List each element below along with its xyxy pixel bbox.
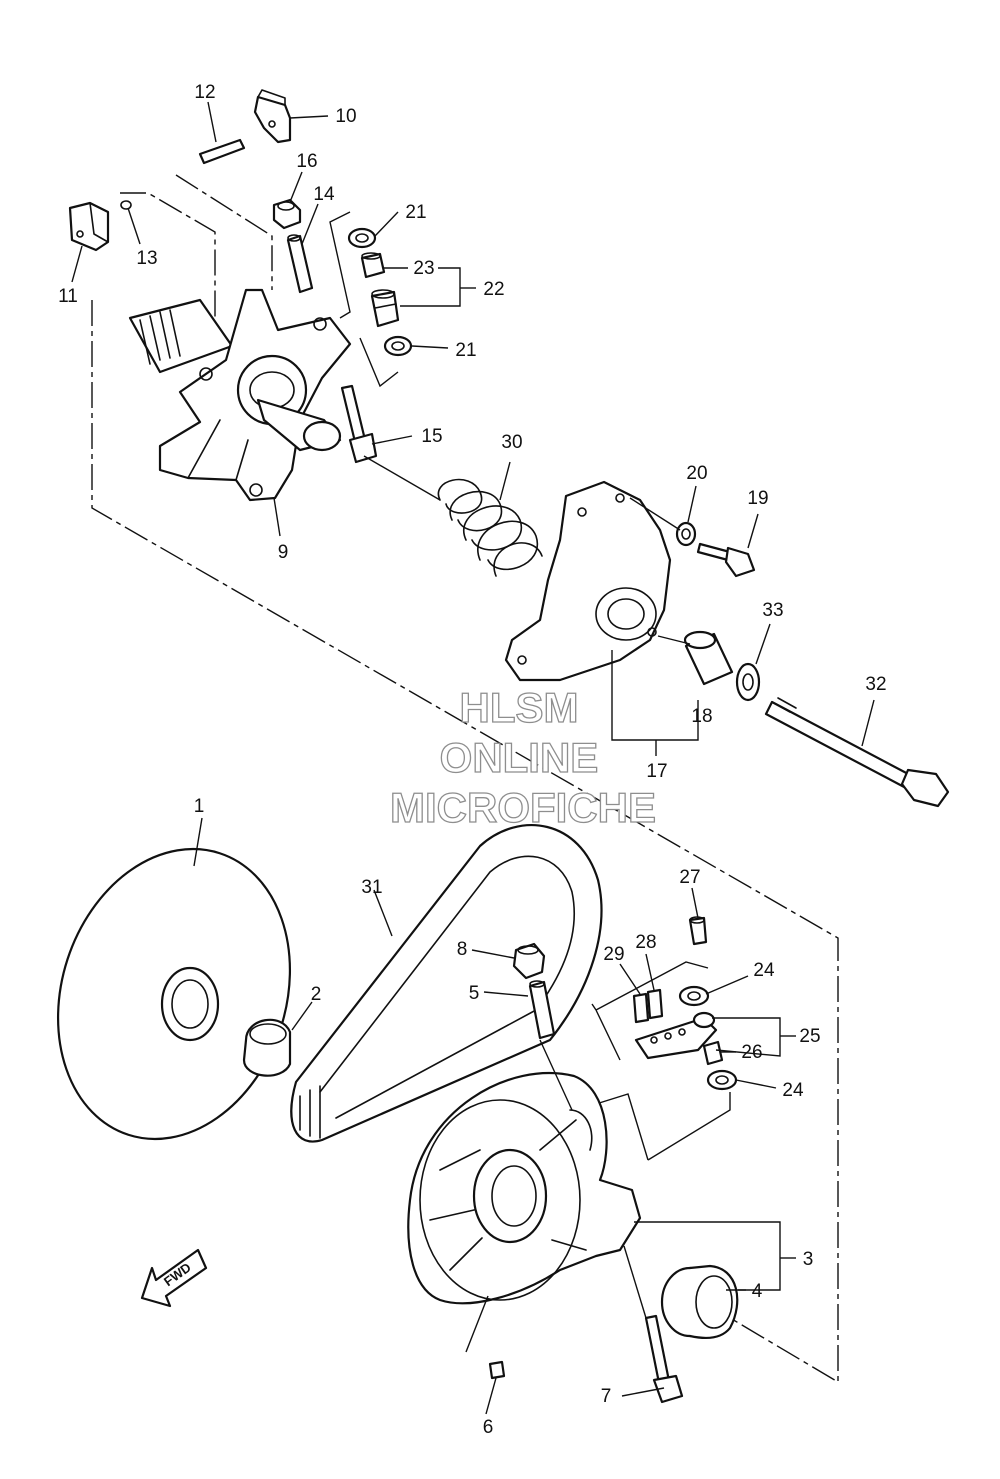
callout-29: 29 [603, 944, 624, 965]
part-17-cover [504, 480, 672, 682]
part-30-spring [437, 478, 543, 577]
part-3-moveable-sheave [407, 1071, 642, 1305]
part-5-sleeve [528, 980, 556, 1040]
part-33-washer [735, 662, 761, 702]
part-7-bolt [644, 1314, 684, 1404]
watermark: HLSM ONLINE MICROFICHE [389, 683, 656, 831]
leader-lines [71, 101, 875, 1415]
callout-18: 18 [691, 706, 712, 727]
part-16-collar [272, 198, 302, 230]
callout-24-bottom: 24 [782, 1080, 804, 1101]
part-24-washer-bottom [706, 1069, 738, 1091]
callout-21-top: 21 [405, 202, 426, 223]
callout-4: 4 [752, 1281, 763, 1302]
callout-5: 5 [469, 983, 480, 1004]
assembly-outline [91, 174, 839, 1384]
callout-13: 13 [136, 248, 157, 269]
callout-21-bottom: 21 [455, 340, 476, 361]
part-13-ring [120, 200, 132, 210]
callout-8: 8 [457, 939, 468, 960]
callout-22: 22 [483, 279, 504, 300]
callout-25: 25 [799, 1026, 820, 1047]
callout-16: 16 [296, 151, 317, 172]
part-2-clip [242, 1018, 292, 1077]
callout-31: 31 [361, 877, 382, 898]
watermark-line-3: MICROFICHE [390, 784, 656, 831]
watermark-line-2: ONLINE [440, 734, 599, 781]
callout-2: 2 [311, 984, 322, 1005]
part-9-spider [128, 288, 352, 502]
callout-3: 3 [803, 1249, 814, 1270]
bracket-28-29 [595, 961, 731, 1161]
part-1-sheave [56, 847, 292, 1141]
part-4-ring [660, 1264, 739, 1339]
part-19-bolt [696, 542, 756, 578]
part-21-washer-top [347, 227, 377, 249]
callout-24-top: 24 [753, 960, 775, 981]
callout-10: 10 [335, 106, 356, 127]
part-32-bolt [764, 697, 950, 808]
part-8-collar [512, 942, 546, 980]
part-14-sleeve [286, 234, 314, 294]
callout-14: 14 [313, 184, 335, 205]
callout-12: 12 [194, 82, 215, 103]
fwd-arrow-icon: FWD [140, 1248, 208, 1308]
part-25-bracket [634, 1011, 718, 1060]
callout-1: 1 [194, 796, 205, 817]
part-11-weight [68, 201, 110, 252]
part-22-roller [370, 289, 400, 328]
callout-7: 7 [601, 1386, 612, 1407]
part-27-screw [688, 916, 708, 946]
part-12-pin [198, 138, 246, 165]
part-29-screw [632, 992, 650, 1024]
callout-23: 23 [413, 258, 434, 279]
callout-6: 6 [483, 1417, 494, 1438]
part-18-bushing [683, 630, 734, 686]
callout-20: 20 [686, 463, 707, 484]
part-31-belt [290, 824, 603, 1143]
part-20-washer [675, 521, 697, 547]
part-6-pin [488, 1360, 506, 1380]
callout-19: 19 [747, 488, 768, 509]
callout-30: 30 [501, 432, 522, 453]
part-24-washer-top [678, 985, 710, 1007]
part-15-bolt [340, 384, 378, 464]
callout-17: 17 [646, 761, 667, 782]
callout-15: 15 [421, 426, 442, 447]
callout-9: 9 [278, 542, 289, 563]
callout-27: 27 [679, 867, 700, 888]
callout-28: 28 [635, 932, 656, 953]
bracket-22 [329, 211, 399, 388]
callout-32: 32 [865, 674, 886, 695]
watermark-line-1: HLSM [460, 684, 579, 731]
part-26-bushing [702, 1040, 724, 1066]
callout-numbers: 1 2 3 4 5 6 7 8 9 10 11 12 13 14 15 16 1… [58, 82, 886, 1438]
part-21-washer-bottom [383, 335, 413, 357]
callout-26: 26 [741, 1042, 762, 1063]
part-23-bushing [360, 252, 386, 279]
part-10-weight [253, 89, 292, 144]
part-28-screw [646, 988, 664, 1020]
callout-33: 33 [762, 600, 783, 621]
callout-11: 11 [58, 286, 78, 307]
